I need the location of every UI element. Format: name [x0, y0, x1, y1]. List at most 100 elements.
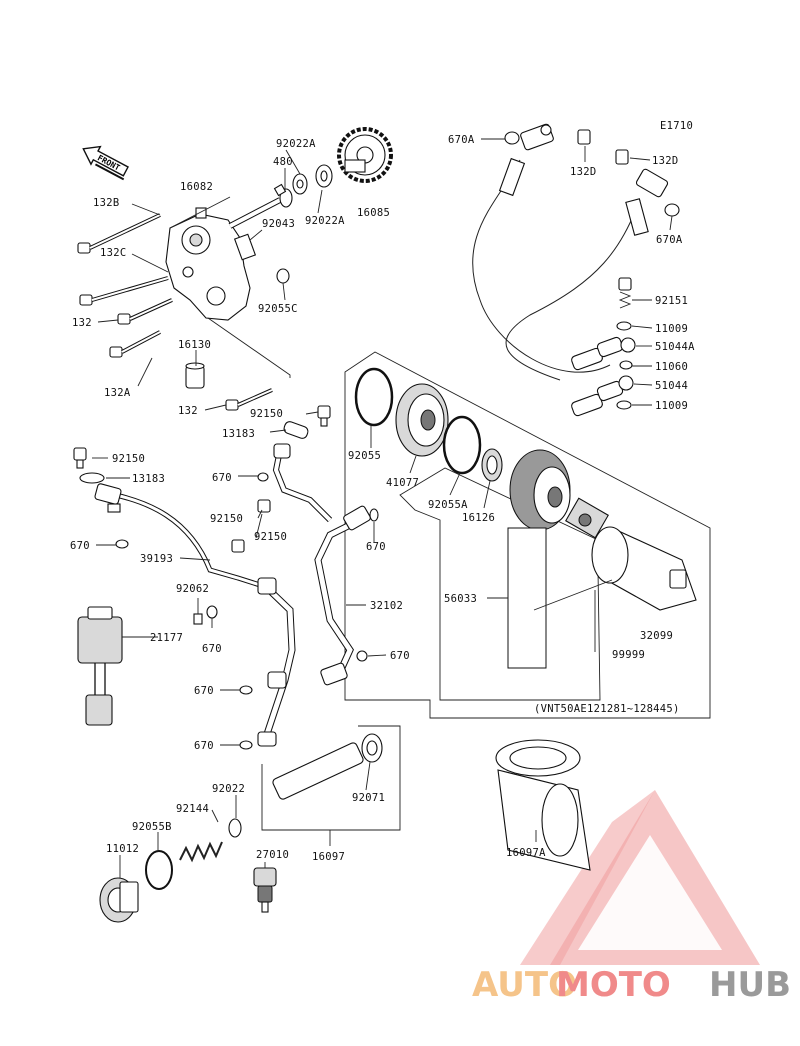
label-92150-a: 92150 — [250, 408, 283, 420]
label-92150-b: 92150 — [112, 453, 145, 465]
bolt-132B — [77, 213, 161, 254]
oil-pipe-upper — [272, 443, 333, 523]
oil-strainer-92071 — [272, 733, 383, 800]
label-670-c: 670 — [366, 541, 386, 553]
label-39193: 39193 — [140, 553, 173, 565]
label-670-e: 670 — [390, 650, 410, 662]
label-92150-d: 92150 — [254, 531, 287, 543]
watermark-hub: HUB — [709, 965, 791, 1005]
diagram-code: E1710 — [660, 120, 693, 132]
pin-480 — [273, 183, 287, 197]
label-132D-top: 132D — [570, 166, 597, 178]
bolt-92150-c — [257, 499, 271, 513]
label-32099: 32099 — [640, 630, 673, 642]
label-99999: 99999 — [612, 649, 645, 661]
label-16097: 16097 — [312, 851, 345, 863]
watermark-logo-text: AUTO MOTO HUB — [472, 965, 791, 1005]
oring-670-g — [239, 740, 253, 750]
label-13183-a: 13183 — [222, 428, 255, 440]
label-92062: 92062 — [176, 583, 209, 595]
sleeve-16130 — [185, 362, 205, 389]
label-132A: 132A — [104, 387, 131, 399]
watermark-auto: AUTO — [472, 965, 577, 1005]
washer-11009-a — [616, 321, 632, 331]
washer-92022A-b — [292, 173, 308, 195]
spring-92144 — [179, 841, 223, 863]
plug-11012 — [99, 877, 139, 923]
label-670-g: 670 — [194, 740, 214, 752]
banjo-fitting-top-b — [635, 168, 669, 198]
washer-16126 — [481, 448, 503, 482]
mount-bracket — [565, 497, 609, 539]
label-11009-a: 11009 — [655, 323, 688, 335]
bolt-92150-a — [73, 447, 87, 469]
banjo-fitting-top-a — [520, 123, 554, 151]
label-27010: 27010 — [256, 849, 289, 861]
oring-92055B — [145, 850, 173, 890]
label-11012: 11012 — [106, 843, 139, 855]
label-670-b: 670 — [70, 540, 90, 552]
label-56033: 56033 — [444, 593, 477, 605]
label-92144: 92144 — [176, 803, 209, 815]
label-11060: 11060 — [655, 361, 688, 373]
serial-note: (VNT50AE121281~128445) — [534, 703, 680, 715]
label-51044A: 51044A — [655, 341, 695, 353]
label-670-d: 670 — [202, 643, 222, 655]
bolt-132-a — [117, 298, 173, 325]
label-132C: 132C — [100, 247, 127, 259]
label-92043: 92043 — [262, 218, 295, 230]
label-480: 480 — [273, 156, 293, 168]
label-51044: 51044 — [655, 380, 688, 392]
label-32102: 32102 — [370, 600, 403, 612]
oil-pipe-32102 — [314, 505, 371, 686]
label-92071: 92071 — [352, 792, 385, 804]
label-16130: 16130 — [178, 339, 211, 351]
washer-92022 — [228, 818, 242, 838]
oil-filter-16097A — [495, 739, 591, 871]
cooler-outline-box — [344, 351, 711, 719]
plug-92062 — [193, 613, 203, 625]
label-92150-c: 92150 — [210, 513, 243, 525]
oil-cooler-element-56033 — [507, 449, 571, 669]
oring-92055C — [276, 268, 290, 284]
oring-670-d — [206, 605, 218, 619]
dowel-92043 — [233, 233, 257, 261]
label-670A-top: 670A — [448, 134, 475, 146]
label-670-a: 670 — [212, 472, 232, 484]
label-16082: 16082 — [180, 181, 213, 193]
bolt-132A — [109, 330, 161, 358]
oring-670-e — [356, 650, 368, 662]
front-arrow-icon: FRONT — [82, 145, 129, 181]
label-16126: 16126 — [462, 512, 495, 524]
label-670-f: 670 — [194, 685, 214, 697]
label-92022A-a: 92022A — [276, 138, 316, 150]
label-21177: 21177 — [150, 632, 183, 644]
oring-670A-top — [504, 131, 520, 145]
label-92055B: 92055B — [132, 821, 172, 833]
oring-670-b — [115, 539, 129, 549]
oring-670-a — [257, 472, 269, 482]
valve-92151 — [618, 277, 632, 309]
label-11009-b: 11009 — [655, 400, 688, 412]
cooler-cover-41077 — [395, 383, 449, 457]
label-92055: 92055 — [348, 450, 381, 462]
label-41077: 41077 — [386, 477, 419, 489]
hose-end-51044A — [571, 336, 636, 371]
label-92022: 92022 — [212, 783, 245, 795]
switch-27010 — [253, 867, 277, 913]
label-92055A: 92055A — [428, 499, 468, 511]
cooler-hose-upper — [472, 157, 649, 381]
watermark-logo-triangle — [520, 790, 760, 965]
relief-valve-box — [261, 725, 401, 831]
plate-13183-a — [79, 472, 105, 484]
label-132-b: 132 — [178, 405, 198, 417]
bolt-92150-b — [317, 405, 331, 427]
label-16097A: 16097A — [506, 847, 546, 859]
label-132-a: 132 — [72, 317, 92, 329]
label-16085: 16085 — [357, 207, 390, 219]
label-132B: 132B — [93, 197, 120, 209]
label-92151: 92151 — [655, 295, 688, 307]
banjo-bolt-132D-right — [615, 149, 629, 165]
gear-16085 — [337, 127, 393, 183]
oil-pump-body — [165, 207, 251, 321]
